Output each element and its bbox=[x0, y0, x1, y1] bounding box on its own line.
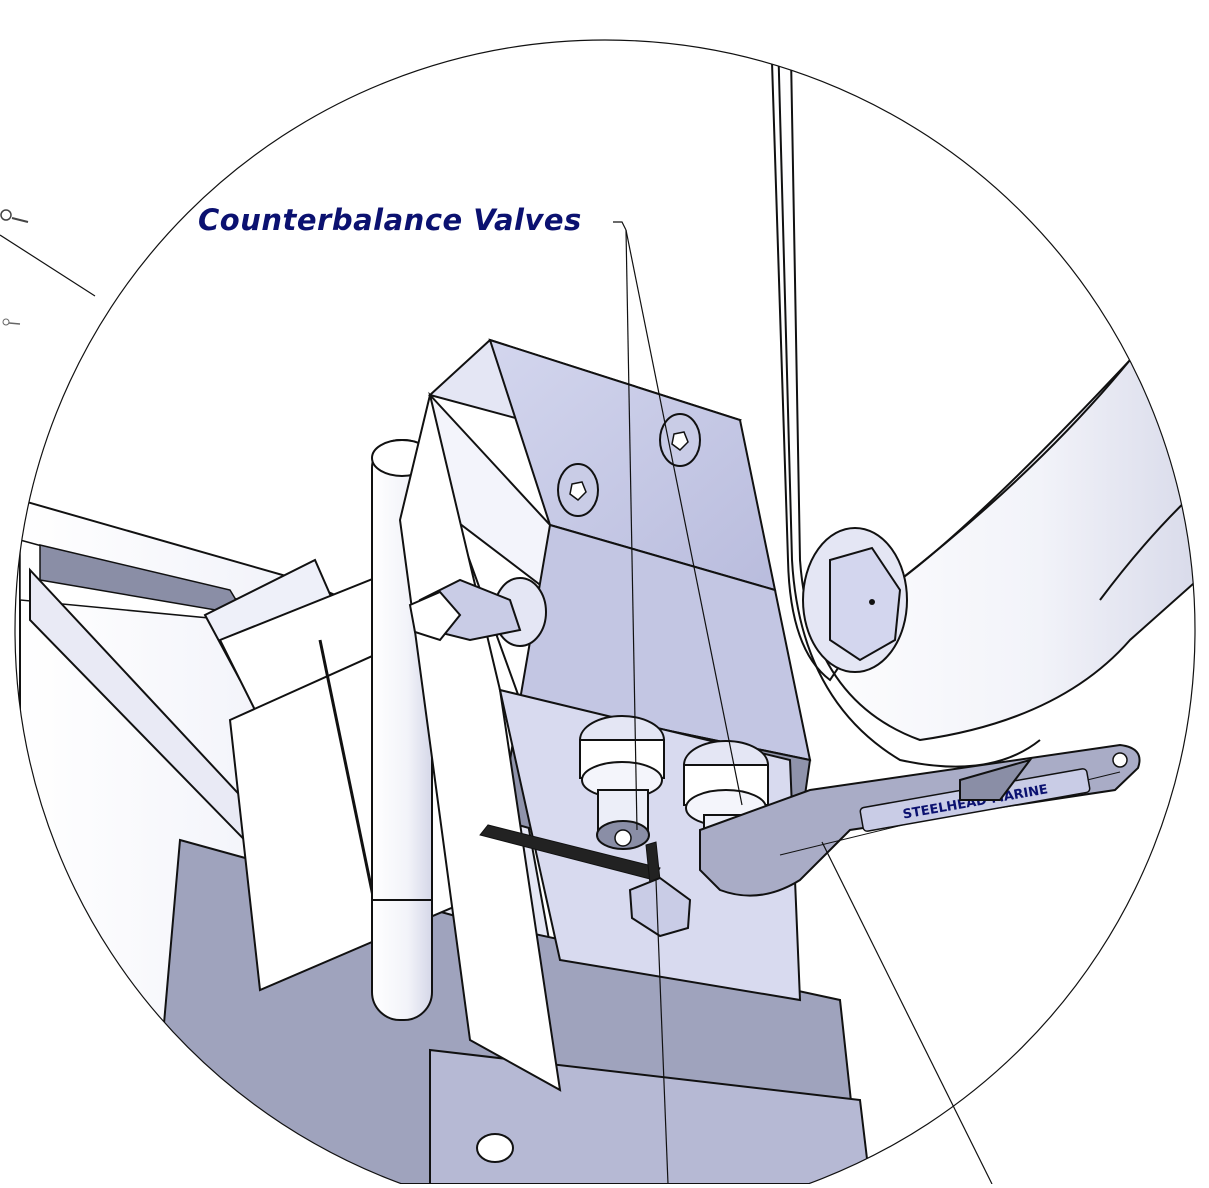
detail-circle bbox=[14, 39, 1196, 1188]
counterbalance-valves-callout: Counterbalance Valves bbox=[198, 203, 582, 237]
detail-circle-content: STEELHEAD MARINE bbox=[19, 40, 1195, 1185]
elbow-fitting bbox=[408, 577, 547, 647]
leader-lines bbox=[613, 221, 993, 1185]
curved-tube bbox=[768, 40, 1195, 801]
counterbalance-valve-1 bbox=[579, 715, 665, 850]
exterior-parts bbox=[0, 209, 96, 326]
plug-nut bbox=[628, 876, 692, 938]
mount-nut bbox=[802, 527, 908, 673]
